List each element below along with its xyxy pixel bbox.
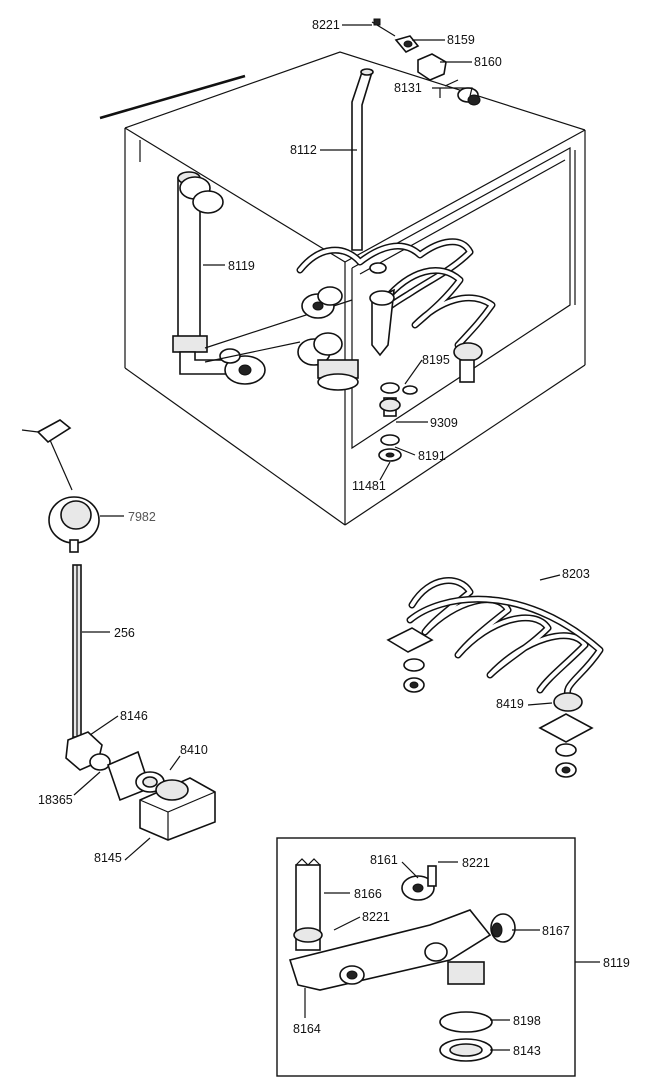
part-8119-drain-assembly [172,171,353,385]
label-8131: 8131 [394,81,422,95]
valve-fittings [297,262,395,391]
part-8203-heating-element [386,577,604,778]
label-9309: 9309 [430,416,458,430]
label-256: 256 [114,626,135,640]
label-8160: 8160 [474,55,502,69]
part-256-rod [72,564,82,738]
label-8166: 8166 [354,887,382,901]
label-8145: 8145 [94,851,122,865]
cabinet [99,51,586,526]
label-8161: 8161 [370,853,398,867]
label-11481: 11481 [352,479,386,493]
label-8410: 8410 [180,743,208,757]
label-8198: 8198 [513,1014,541,1028]
label-8119-inset: 8119 [603,956,630,970]
label-8119-main: 8119 [228,259,255,273]
label-8143: 8143 [513,1044,541,1058]
label-8159: 8159 [447,33,475,47]
label-18365: 18365 [38,793,73,807]
part-7982-thermostat [21,419,100,553]
part-labels: 8221 8159 8160 8131 8112 8119 8195 9309 … [38,18,630,1058]
bottom-left-parts [65,731,216,841]
label-8164: 8164 [293,1022,321,1036]
label-8221-top: 8221 [312,18,340,32]
label-8419: 8419 [496,697,524,711]
label-8167: 8167 [542,924,570,938]
label-8112: 8112 [290,143,317,157]
part-8112-pipe [351,68,374,251]
label-7982: 7982 [128,510,156,524]
label-8221-inset-a: 8221 [462,856,490,870]
top-small-parts [371,18,481,106]
label-8203: 8203 [562,567,590,581]
cabinet-heating-coil [296,238,496,383]
valve-stack-parts [378,382,418,462]
label-8146: 8146 [120,709,148,723]
label-8191: 8191 [418,449,446,463]
inset-8119-box [276,837,576,1077]
leader-lines [73,24,600,1051]
label-8221-inset-b: 8221 [362,910,390,924]
label-8195: 8195 [422,353,450,367]
